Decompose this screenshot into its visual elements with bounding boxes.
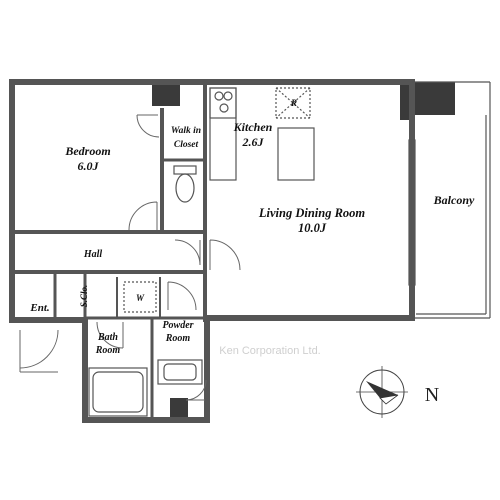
- living-dining-label: Living Dining Room: [258, 206, 366, 220]
- hall-label: Hall: [83, 249, 103, 260]
- entrance-label: Ent.: [29, 302, 49, 314]
- bedroom-label: Bedroom: [64, 144, 110, 158]
- interior-walls: [10, 80, 209, 422]
- windows: [60, 79, 416, 286]
- walk-in-closet-label-2: Closet: [174, 140, 199, 150]
- doors: [19, 114, 241, 401]
- kitchen-size: 2.6J: [242, 135, 265, 149]
- balcony-outline: [412, 81, 491, 319]
- pillar: [413, 82, 455, 115]
- washer-space: [123, 281, 157, 313]
- compass-north-label: N: [425, 384, 439, 406]
- pillar: [170, 398, 188, 420]
- watermark: Ken Corporation Ltd.: [219, 345, 321, 357]
- vanity: [157, 359, 203, 385]
- compass-icon: [356, 366, 408, 418]
- bath-room-label-2: Room: [95, 345, 121, 356]
- fixtures: [88, 87, 315, 417]
- bedroom-size: 6.0J: [78, 159, 100, 173]
- toilet-bowl: [175, 173, 195, 203]
- refrigerator-label: R: [290, 98, 297, 108]
- shoe-closet-label: S.Clo.: [79, 285, 89, 308]
- pillar: [152, 82, 180, 106]
- balcony-label: Balcony: [433, 193, 475, 207]
- stove: [209, 87, 237, 119]
- bath-room-label: Bath: [97, 332, 118, 343]
- bathtub: [88, 367, 148, 417]
- kitchen-label: Kitchen: [233, 120, 273, 134]
- kitchen-island: [277, 127, 315, 181]
- living-dining-size: 10.0J: [298, 221, 327, 235]
- kitchen-counter: [209, 87, 237, 181]
- toilet-tank: [173, 165, 197, 175]
- walk-in-closet-label: Walk in: [171, 126, 201, 136]
- washer-label: W: [136, 293, 145, 303]
- powder-room-label-2: Room: [165, 333, 191, 344]
- outer-walls: [9, 79, 415, 423]
- powder-room-label: Powder: [162, 320, 193, 331]
- fridge-space: [275, 87, 311, 119]
